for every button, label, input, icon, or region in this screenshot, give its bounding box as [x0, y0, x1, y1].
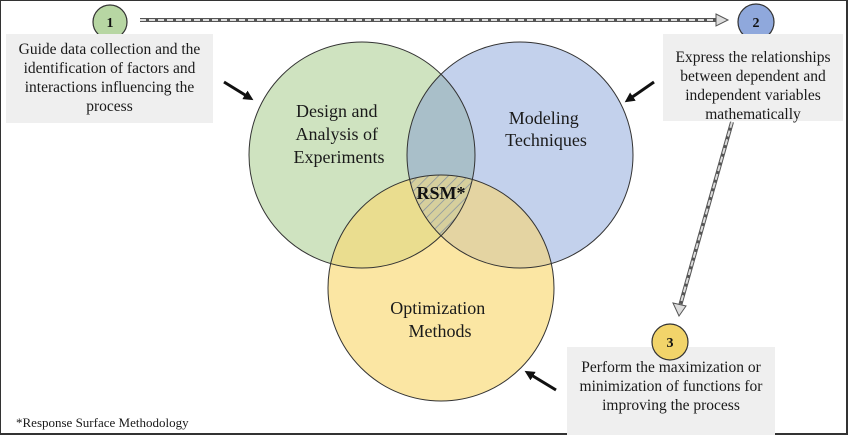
label-optimization-methods: Optimization Methods	[390, 298, 489, 341]
footnote: *Response Surface Methodology	[16, 415, 189, 430]
step-2-description: Express the relationships between depend…	[663, 34, 843, 123]
rsm-label: RSM*	[417, 183, 466, 203]
label-modeling-techniques: Modeling Techniques	[505, 108, 587, 150]
overlap-doe-optimization	[328, 175, 475, 268]
arrow-step3-to-optimization	[524, 370, 557, 392]
dashed-arrow-step1-to-step2	[140, 13, 730, 27]
step-1-line: interactions influencing the	[24, 79, 195, 96]
circle-outline-yellow	[327, 174, 555, 402]
svg-text:2: 2	[753, 16, 760, 31]
step-1-line: process	[86, 98, 133, 115]
arrow-step2-to-modeling	[624, 80, 655, 103]
step-3-line: improving the process	[602, 397, 740, 414]
step-2-line: Express the relationships	[675, 49, 831, 66]
step-3-line: minimization of functions for	[579, 378, 763, 395]
step-2-line: mathematically	[705, 106, 801, 123]
arrow-step1-to-doe	[223, 80, 254, 101]
step-1-line: Guide data collection and the	[18, 41, 201, 58]
circle-outline-green	[248, 41, 476, 269]
step-2-line: independent variables	[685, 87, 821, 104]
dashed-arrow-step2-to-step3	[672, 121, 734, 317]
label-design-analysis-experiments: Design and Analysis of Experiments	[294, 101, 385, 167]
step-3-description: Perform the maximization or minimization…	[567, 347, 775, 435]
circle-outline-blue	[406, 41, 634, 269]
overlap-modeling-optimization	[407, 175, 554, 268]
step-3-line: Perform the maximization or	[581, 359, 761, 376]
step-1-line: identification of factors and	[23, 60, 196, 77]
step-1-description: Guide data collection and the identifica…	[6, 34, 213, 123]
step-2-line: between dependent and	[680, 68, 826, 85]
svg-text:1: 1	[107, 16, 114, 31]
